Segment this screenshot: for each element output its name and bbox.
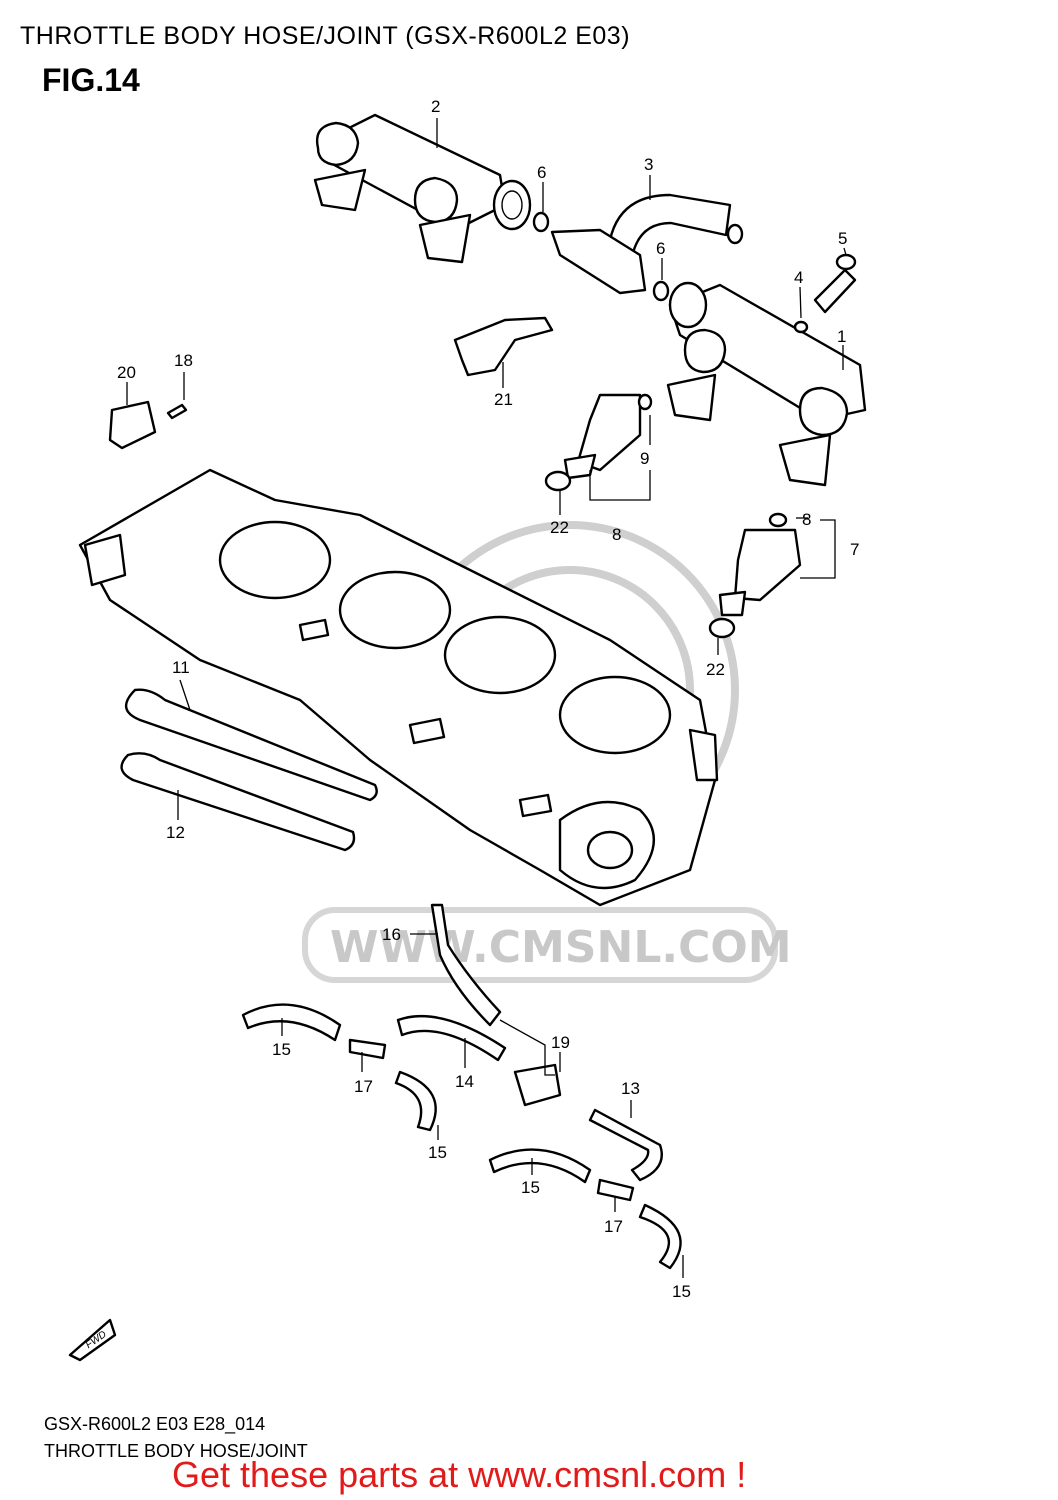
bolt-head — [835, 253, 857, 271]
forward-arrow-icon: FWD — [68, 1318, 117, 1362]
callout-8: 8 — [802, 510, 811, 529]
callout-15d: 15 — [672, 1282, 691, 1301]
sensor — [108, 400, 157, 450]
o-ring — [532, 211, 550, 233]
diagram-caption: THROTTLE BODY HOSE/JOINT — [44, 1441, 308, 1461]
callout-10: 9 — [640, 449, 649, 468]
washer — [793, 320, 809, 334]
joint-19 — [513, 1063, 562, 1107]
callout-2: 2 — [431, 97, 440, 116]
injector-upper — [544, 393, 653, 492]
hose-13 — [588, 1108, 663, 1182]
hose-14 — [396, 1014, 507, 1062]
callout-15b: 15 — [428, 1143, 447, 1162]
callout-20: 20 — [117, 363, 136, 382]
figure-number: FIG.14 — [42, 62, 140, 98]
hose-15 — [638, 1203, 682, 1270]
callout-1: 1 — [837, 327, 846, 346]
callout-labels: 2 6 3 5 6 4 1 20 18 21 9 8 7 22 8 22 11 … — [117, 97, 859, 1301]
hose-15 — [394, 1070, 437, 1132]
callout-5: 5 — [838, 229, 847, 248]
diagram-title: THROTTLE BODY HOSE/JOINT (GSX-R600L2 E03… — [20, 22, 631, 50]
callout-12: 12 — [166, 823, 185, 842]
hose-15 — [488, 1148, 592, 1184]
callout-7: 7 — [850, 540, 859, 559]
fuel-pipe — [608, 193, 744, 255]
callout-13: 13 — [621, 1079, 640, 1098]
callout-14: 14 — [455, 1072, 474, 1091]
rail-joint — [550, 228, 647, 295]
callout-6: 6 — [537, 163, 546, 182]
callout-6b: 6 — [656, 239, 665, 258]
o-ring — [652, 280, 670, 302]
callout-4: 4 — [794, 268, 803, 287]
callout-22b: 22 — [706, 660, 725, 679]
hose-16 — [430, 903, 502, 1027]
callout-9: 8 — [612, 525, 621, 544]
vacuum-hose-long-2 — [120, 752, 356, 852]
callout-17: 17 — [354, 1077, 373, 1096]
callout-22: 22 — [550, 518, 569, 537]
rail-clamp — [453, 316, 554, 377]
screw — [166, 403, 188, 420]
leader-lines — [126, 118, 847, 1278]
callout-3: 3 — [644, 155, 653, 174]
callout-15c: 15 — [521, 1178, 540, 1197]
promo-link[interactable]: Get these parts at www.cmsnl.com ! — [172, 1454, 747, 1495]
fuel-rail-lower — [666, 281, 867, 487]
vacuum-hose-long — [125, 688, 378, 802]
hose-15 — [241, 1003, 342, 1042]
callout-16: 16 — [382, 925, 401, 944]
injector-lower — [708, 512, 802, 639]
throttle-body — [78, 468, 719, 907]
callout-11: 11 — [172, 658, 190, 677]
watermark-text: WWW.CMSNL.COM — [330, 922, 792, 973]
fuel-rail-upper — [313, 113, 532, 264]
callout-17b: 17 — [604, 1217, 623, 1236]
joint-17 — [596, 1178, 635, 1202]
callout-19: 19 — [551, 1033, 570, 1052]
bolt — [813, 268, 857, 314]
diagram-code: GSX-R600L2 E03 E28_014 — [44, 1414, 266, 1434]
joint-17 — [348, 1038, 387, 1060]
callout-15: 15 — [272, 1040, 291, 1059]
callout-18: 18 — [174, 351, 193, 370]
callout-21: 21 — [494, 390, 513, 409]
